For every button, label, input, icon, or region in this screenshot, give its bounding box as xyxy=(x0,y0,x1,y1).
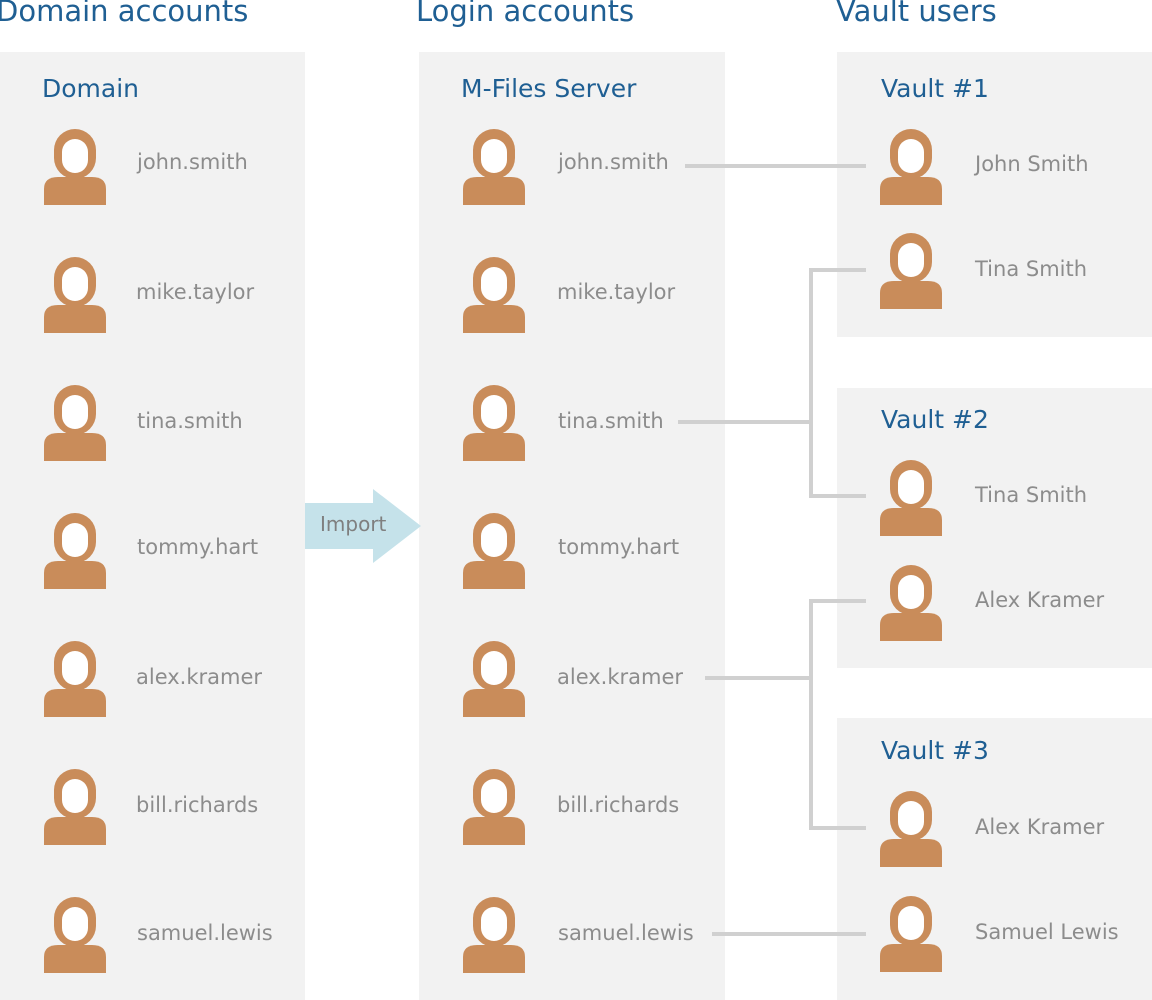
domain-user-name: alex.kramer xyxy=(136,665,263,689)
vault-3-title: Vault #3 xyxy=(881,736,989,765)
import-label: Import xyxy=(320,512,387,536)
vault-1-title: Vault #1 xyxy=(881,74,989,103)
user-icon xyxy=(880,563,942,641)
user-icon xyxy=(44,511,106,589)
domain-user-name: tina.smith xyxy=(137,409,243,433)
connector-alex-kramer-branch xyxy=(809,599,866,830)
vault-user-name: Samuel Lewis xyxy=(975,920,1119,944)
user-icon xyxy=(44,127,106,205)
vault-user-name: John Smith xyxy=(975,152,1089,176)
user-icon xyxy=(880,127,942,205)
domain-user-name: bill.richards xyxy=(136,793,259,817)
login-account-name: samuel.lewis xyxy=(558,921,694,945)
user-icon xyxy=(463,255,525,333)
user-icon xyxy=(880,789,942,867)
domain-panel-title: Domain xyxy=(42,74,140,103)
vault-user-name: Tina Smith xyxy=(975,483,1088,507)
user-icon xyxy=(463,511,525,589)
user-icon xyxy=(880,458,942,536)
user-icon xyxy=(463,383,525,461)
domain-accounts-heading: Domain accounts xyxy=(0,0,249,28)
user-icon xyxy=(44,639,106,717)
login-account-name: bill.richards xyxy=(557,793,680,817)
vault-user-name: Tina Smith xyxy=(975,257,1088,281)
login-account-name: mike.taylor xyxy=(557,280,676,304)
vault-users-heading: Vault users xyxy=(836,0,997,28)
vault-user-name: Alex Kramer xyxy=(975,815,1105,839)
vault-user-name: Alex Kramer xyxy=(975,588,1105,612)
domain-user-name: samuel.lewis xyxy=(137,921,273,945)
login-account-name: tommy.hart xyxy=(558,535,680,559)
mfiles-server-panel-title: M-Files Server xyxy=(461,74,637,103)
domain-user-name: mike.taylor xyxy=(136,280,255,304)
domain-user-name: tommy.hart xyxy=(137,535,259,559)
user-icon xyxy=(463,127,525,205)
user-icon xyxy=(880,894,942,972)
connector-tina-smith-branch xyxy=(809,268,866,498)
user-icon xyxy=(44,255,106,333)
login-account-name: tina.smith xyxy=(558,409,664,433)
user-icon xyxy=(44,895,106,973)
user-icon xyxy=(880,231,942,309)
import-arrow xyxy=(305,489,421,563)
vault-2-title: Vault #2 xyxy=(881,405,989,434)
login-account-name: alex.kramer xyxy=(557,665,684,689)
domain-user-name: john.smith xyxy=(137,150,248,174)
login-accounts-heading: Login accounts xyxy=(416,0,635,28)
user-icon xyxy=(44,383,106,461)
login-account-name: john.smith xyxy=(558,150,669,174)
user-icon xyxy=(463,895,525,973)
user-icon xyxy=(463,767,525,845)
user-icon xyxy=(463,639,525,717)
user-icon xyxy=(44,767,106,845)
